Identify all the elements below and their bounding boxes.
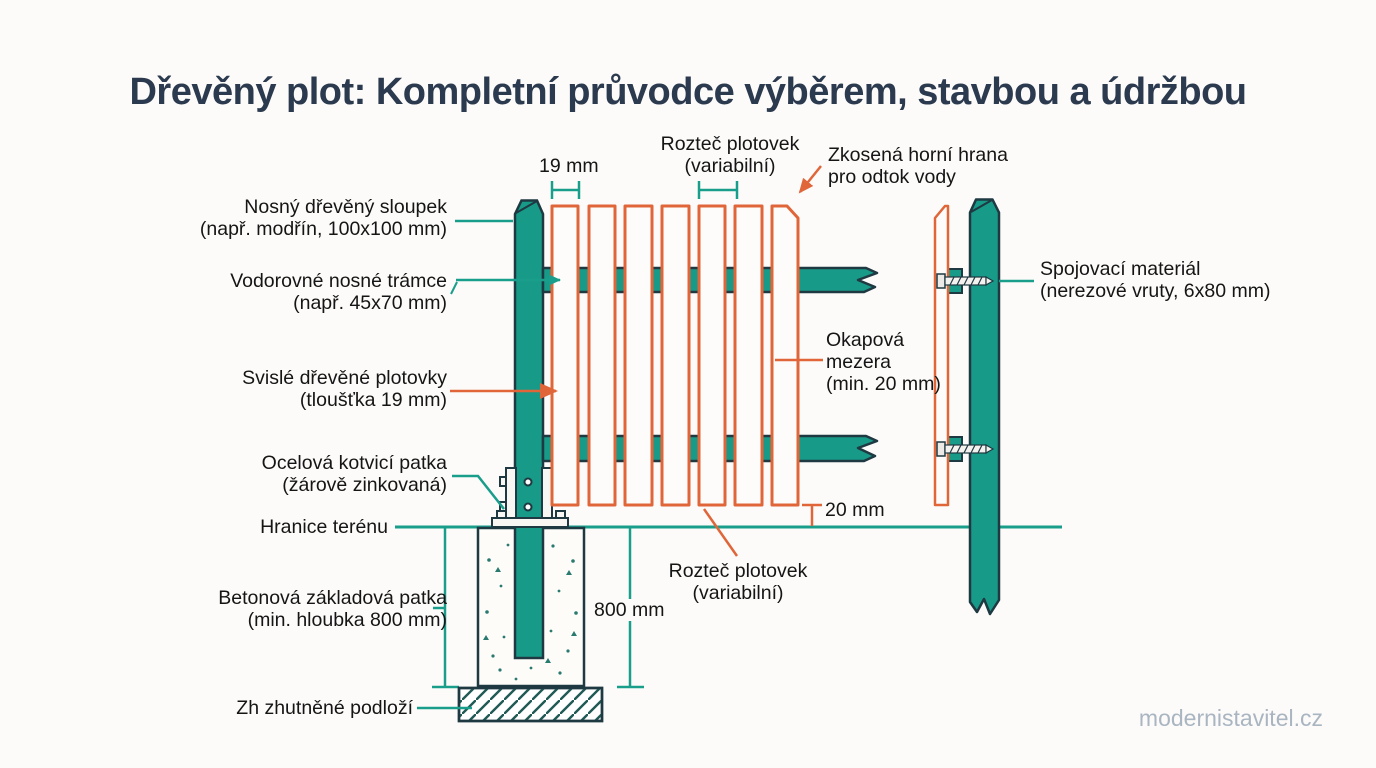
page-title: Dřevěný plot: Kompletní průvodce výběrem… (129, 71, 1247, 114)
picket (660, 204, 691, 507)
label-drip-gap: Okapová mezera (min. 20 mm) (826, 329, 941, 395)
label-subbase: Zh zhutněné podloží (236, 697, 413, 719)
bracket-spacing (697, 181, 739, 199)
label-spacing-bottom: Rozteč plotovek (variabilní) (668, 560, 808, 604)
leader-anchor (452, 474, 505, 510)
concrete-speckles (483, 543, 578, 681)
picket (733, 204, 764, 507)
teal-leader-lines (417, 219, 1034, 710)
bracket-19mm (550, 181, 581, 199)
label-rails: Vodorovné nosné trámce (např. 45x70 mm) (230, 270, 447, 314)
orange-leader-lines (450, 165, 823, 557)
screws (936, 273, 995, 457)
label-anchor: Ocelová kotvicí patka (žárově zinkovaná) (261, 452, 447, 496)
leader-rails-tick (450, 281, 458, 295)
picket (697, 204, 727, 507)
label-fasteners: Spojovací materiál (nerezové vruty, 6x80… (1040, 258, 1271, 302)
leader-spacing-bottom (702, 508, 739, 557)
label-19mm: 19 mm (539, 155, 599, 177)
label-post: Nosný dřevěný sloupek (např. modřín, 100… (199, 196, 447, 240)
picket (587, 204, 617, 507)
label-bevel: Zkosená horní hrana pro odtok vody (828, 144, 1008, 188)
dimension-brackets (550, 181, 739, 199)
compacted-subbase (457, 686, 604, 723)
watermark: modernistavitel.cz (1138, 705, 1323, 731)
right-post (968, 198, 1001, 616)
picket (550, 204, 580, 507)
leader-bevel-arrow (798, 165, 822, 194)
screw (936, 441, 995, 457)
pickets (550, 204, 800, 507)
gap-20mm-mark (802, 503, 822, 526)
label-spacing-top: Rozteč plotovek (variabilní) (660, 133, 800, 177)
label-foundation: Betonová základová patka (min. hloubka 8… (218, 587, 447, 631)
screw (936, 273, 995, 289)
label-20mm: 20 mm (825, 499, 885, 521)
left-post (513, 199, 545, 660)
label-800mm: 800 mm (591, 599, 668, 621)
label-ground: Hranice terénu (260, 516, 388, 538)
picket (623, 204, 654, 507)
picket-beveled (770, 204, 800, 507)
label-pickets: Svislé dřevěné plotovky (tloušťka 19 mm) (242, 367, 447, 411)
